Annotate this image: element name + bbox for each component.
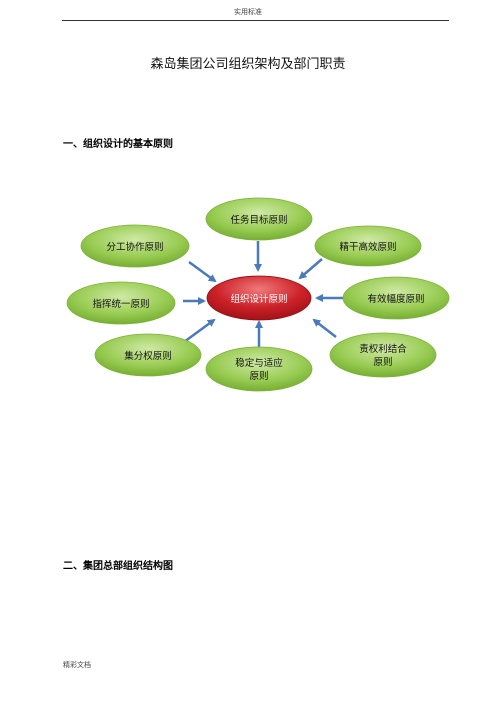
document-title: 森岛集团公司组织架构及部门职责 (150, 57, 346, 72)
principle-node-effective-span: 有效幅度原则 (342, 276, 450, 320)
arrow-top-right (298, 258, 323, 280)
arrows (183, 241, 343, 354)
principle-label: 精干高效原则 (339, 241, 396, 253)
principle-label: 指挥统一原则 (92, 298, 149, 310)
page-footer: 精彩文档 (63, 661, 91, 669)
principle-label: 稳定与适应 (235, 357, 283, 369)
principle-label-line2: 原则 (249, 370, 268, 382)
section-heading-org-chart: 二、集团总部组织结构图 (63, 561, 173, 572)
principle-label: 任务目标原则 (230, 214, 287, 226)
page-header: 实用标准 (234, 8, 262, 16)
arrow-bottom-right (312, 318, 337, 338)
principle-label: 分工协作原则 (106, 241, 163, 253)
principle-node-lean-efficient: 精干高效原则 (314, 225, 422, 267)
arrow-bottom-left (183, 318, 216, 344)
section-heading-principles: 一、组织设计的基本原则 (63, 139, 173, 150)
principle-node-responsibility-rights: 责权利结合 原则 (329, 332, 437, 378)
principle-label-line2: 原则 (373, 356, 392, 368)
center-label: 组织设计原则 (230, 293, 287, 305)
principle-label: 有效幅度原则 (367, 293, 424, 305)
principle-label: 集分权原则 (124, 350, 172, 362)
principle-label: 责权利结合 (359, 343, 407, 355)
principle-node-division-cooperation: 分工协作原则 (80, 224, 190, 268)
center-node-org-design: 组织设计原则 (206, 275, 312, 321)
principle-node-stability-adaptation: 稳定与适应 原则 (205, 346, 313, 392)
header-divider (62, 20, 449, 21)
principle-node-unified-command: 指挥统一原则 (66, 281, 176, 325)
principle-node-task-goal: 任务目标原则 (205, 197, 313, 241)
principle-node-centralization: 集分权原则 (94, 333, 202, 377)
arrow-top-left (188, 260, 217, 283)
